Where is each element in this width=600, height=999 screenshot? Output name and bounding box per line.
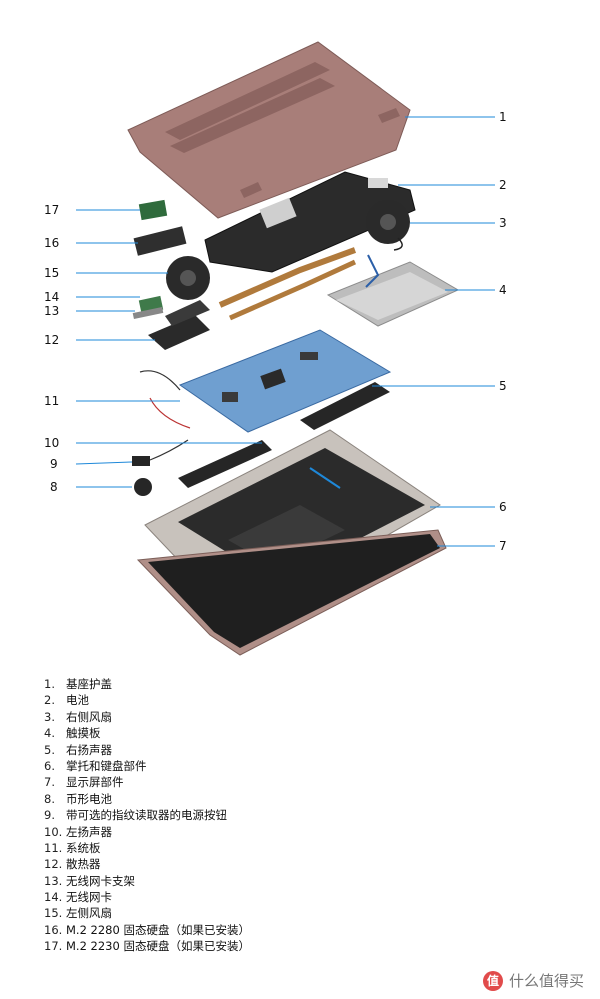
display-assembly xyxy=(136,529,447,656)
callout-number-4: 4 xyxy=(499,283,507,297)
legend-item: 14.无线网卡 xyxy=(44,890,112,905)
callout-number-3: 3 xyxy=(499,216,507,230)
legend-item: 5.右扬声器 xyxy=(44,742,112,757)
callout-leader-lines xyxy=(75,116,495,547)
callout-number-11: 11 xyxy=(44,394,60,408)
callout-number-9: 9 xyxy=(50,457,58,471)
legend-item: 12.散热器 xyxy=(44,857,101,872)
legend-item: 9.带可选的指纹读取器的电源按钮 xyxy=(44,808,227,823)
site-watermark: 值 什么值得买 xyxy=(482,970,584,991)
battery xyxy=(204,171,416,273)
callout-number-6: 6 xyxy=(499,500,507,514)
heatsink-assembly xyxy=(148,247,357,350)
callout-number-14: 14 xyxy=(44,290,60,304)
legend-item: 2.电池 xyxy=(44,693,89,708)
legend-item: 1.基座护盖 xyxy=(44,677,112,691)
callout-number-2: 2 xyxy=(499,178,507,192)
callout-number-16: 16 xyxy=(44,236,60,250)
callout-number-5: 5 xyxy=(499,379,507,393)
right-fan xyxy=(366,200,410,251)
legend-item: 7.显示屏部件 xyxy=(44,775,124,790)
badge-circle-icon: 值 xyxy=(482,970,503,991)
callout-number-7: 7 xyxy=(499,539,507,553)
legend-item: 15.左侧风扇 xyxy=(44,906,112,921)
callout-number-13: 13 xyxy=(44,304,60,318)
legend-item: 16.M.2 2280 固态硬盘（如果已安装） xyxy=(44,922,250,937)
legend-item: 6.掌托和键盘部件 xyxy=(44,758,147,773)
callout-number-1: 1 xyxy=(499,110,507,124)
watermark-text: 什么值得买 xyxy=(508,972,584,990)
callout-number-8: 8 xyxy=(50,480,58,494)
legend-item: 4.触摸板 xyxy=(44,726,101,741)
exploded-view-diagram xyxy=(75,41,495,656)
legend-item: 13.无线网卡支架 xyxy=(44,873,135,888)
callout-number-17: 17 xyxy=(44,203,60,217)
legend-item: 8.币形电池 xyxy=(44,791,112,806)
system-board xyxy=(139,329,392,433)
speakers xyxy=(178,382,390,488)
callout-number-12: 12 xyxy=(44,333,60,347)
base-cover xyxy=(127,41,411,219)
legend-item: 11.系统板 xyxy=(44,840,101,855)
legend-item: 17.M.2 2230 固态硬盘（如果已安装） xyxy=(44,939,250,954)
leader-line-9 xyxy=(75,461,133,465)
legend-item: 10.左扬声器 xyxy=(44,824,112,839)
wireless-card-and-ssds xyxy=(132,199,187,320)
parts-legend: 1.基座护盖 2.电池 3.右侧风扇 4.触摸板 5.右扬声器 6.掌托和键盘部… xyxy=(44,676,250,955)
legend-item: 3.右侧风扇 xyxy=(44,709,112,724)
callout-number-10: 10 xyxy=(44,436,60,450)
callout-number-15: 15 xyxy=(44,266,60,280)
coin-battery-and-power-button xyxy=(132,439,189,496)
